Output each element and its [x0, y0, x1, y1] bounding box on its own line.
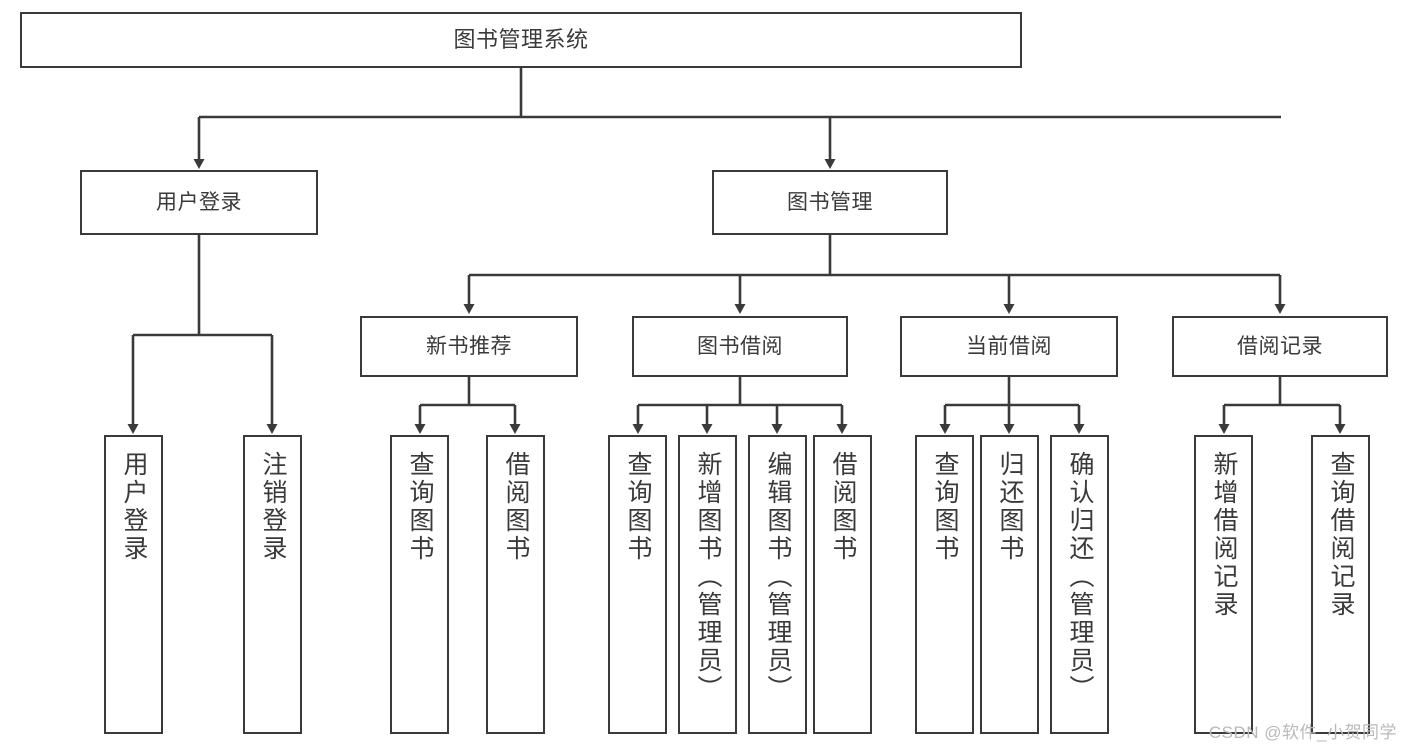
node-label: 注销登录	[259, 451, 287, 563]
node-label: 用户登录	[120, 451, 148, 563]
leaf-current-confirm-return-admin[interactable]: 确认归还（管理员）	[1050, 435, 1109, 734]
node-book-borrow[interactable]: 图书借阅	[632, 316, 848, 377]
node-label: 归还图书	[996, 451, 1024, 563]
leaf-borrow-borrow-book[interactable]: 借阅图书	[813, 435, 872, 734]
node-label: 借阅图书	[829, 451, 857, 563]
node-label: 新书推荐	[426, 334, 512, 358]
leaf-record-query-record[interactable]: 查询借阅记录	[1311, 435, 1370, 734]
node-current-borrow[interactable]: 当前借阅	[900, 316, 1118, 377]
leaf-borrow-edit-book-admin[interactable]: 编辑图书（管理员）	[748, 435, 807, 734]
leaf-record-add-record[interactable]: 新增借阅记录	[1194, 435, 1253, 734]
node-user-login[interactable]: 用户登录	[80, 170, 318, 235]
leaf-borrow-add-book-admin[interactable]: 新增图书（管理员）	[678, 435, 737, 734]
node-label: 图书借阅	[697, 334, 783, 358]
node-label: 用户登录	[156, 190, 242, 214]
node-label: 查询图书	[931, 451, 959, 563]
node-root-system[interactable]: 图书管理系统	[20, 12, 1022, 68]
csdn-watermark: CSDN @软件_小贺同学	[1208, 723, 1397, 742]
node-book-management[interactable]: 图书管理	[712, 170, 948, 235]
node-label: 借阅图书	[502, 451, 530, 563]
leaf-current-return-book[interactable]: 归还图书	[980, 435, 1039, 734]
leaf-borrow-query-book[interactable]: 查询图书	[608, 435, 667, 734]
node-label: 查询借阅记录	[1327, 451, 1355, 619]
leaf-user-login-logout[interactable]: 注销登录	[243, 435, 302, 734]
node-new-book-recommend[interactable]: 新书推荐	[360, 316, 578, 377]
node-label: 查询图书	[406, 451, 434, 563]
node-label: 图书管理系统	[453, 26, 589, 52]
node-label: 查询图书	[624, 451, 652, 563]
node-label: 图书管理	[787, 190, 873, 214]
node-label: 新增图书（管理员）	[694, 451, 722, 703]
node-label: 借阅记录	[1237, 334, 1323, 358]
node-label: 新增借阅记录	[1210, 451, 1238, 619]
leaf-user-login-login[interactable]: 用户登录	[104, 435, 163, 734]
node-label: 确认归还（管理员）	[1066, 451, 1094, 703]
leaf-current-query-book[interactable]: 查询图书	[915, 435, 974, 734]
node-label: 当前借阅	[966, 334, 1052, 358]
leaf-new-book-query[interactable]: 查询图书	[390, 435, 449, 734]
leaf-new-book-borrow[interactable]: 借阅图书	[486, 435, 545, 734]
node-label: 编辑图书（管理员）	[764, 451, 792, 703]
node-borrow-record[interactable]: 借阅记录	[1172, 316, 1388, 377]
